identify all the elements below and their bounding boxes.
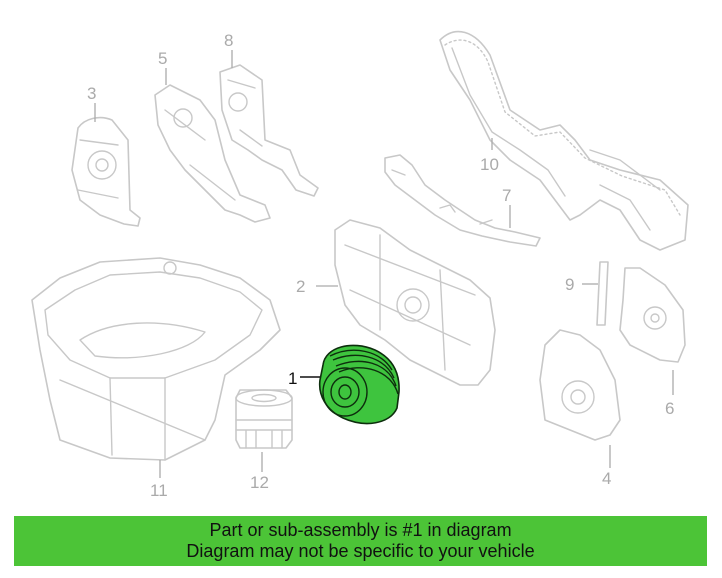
callout-8: 8	[224, 31, 233, 50]
part-11-oil-pan	[31, 257, 281, 461]
part-9-seal	[596, 261, 609, 326]
part-1-crankshaft-pulley[interactable]	[318, 344, 400, 425]
callout-3: 3	[87, 84, 96, 103]
callout-10: 10	[480, 155, 499, 174]
callout-12: 12	[250, 473, 269, 492]
part-3-timing-cover	[71, 116, 141, 227]
callout-11: 11	[150, 481, 168, 500]
callout-4: 4	[602, 469, 611, 488]
info-banner: Part or sub-assembly is #1 in diagram Di…	[14, 516, 707, 566]
banner-line-1: Part or sub-assembly is #1 in diagram	[209, 520, 512, 540]
callout-5: 5	[158, 49, 167, 68]
part-4-cover	[539, 329, 621, 441]
callout-1: 1	[288, 369, 297, 388]
part-5-timing-cover	[154, 84, 271, 223]
banner-line-2: Diagram may not be specific to your vehi…	[186, 541, 535, 561]
callout-6: 6	[665, 399, 674, 418]
part-8-gasket	[219, 64, 319, 197]
callout-2: 2	[296, 277, 305, 296]
part-2-timing-cover	[334, 219, 496, 386]
part-6-cover	[619, 267, 686, 363]
callout-7: 7	[502, 186, 511, 205]
part-10-timing-belt	[439, 30, 689, 251]
parts-diagram: 1 2 3 4 5 6 7 8 9 10 11 12	[31, 30, 689, 500]
callout-leaders	[94, 50, 674, 478]
part-12-oil-filter	[235, 389, 293, 449]
callout-9: 9	[565, 275, 574, 294]
part-7-gasket	[384, 154, 541, 247]
